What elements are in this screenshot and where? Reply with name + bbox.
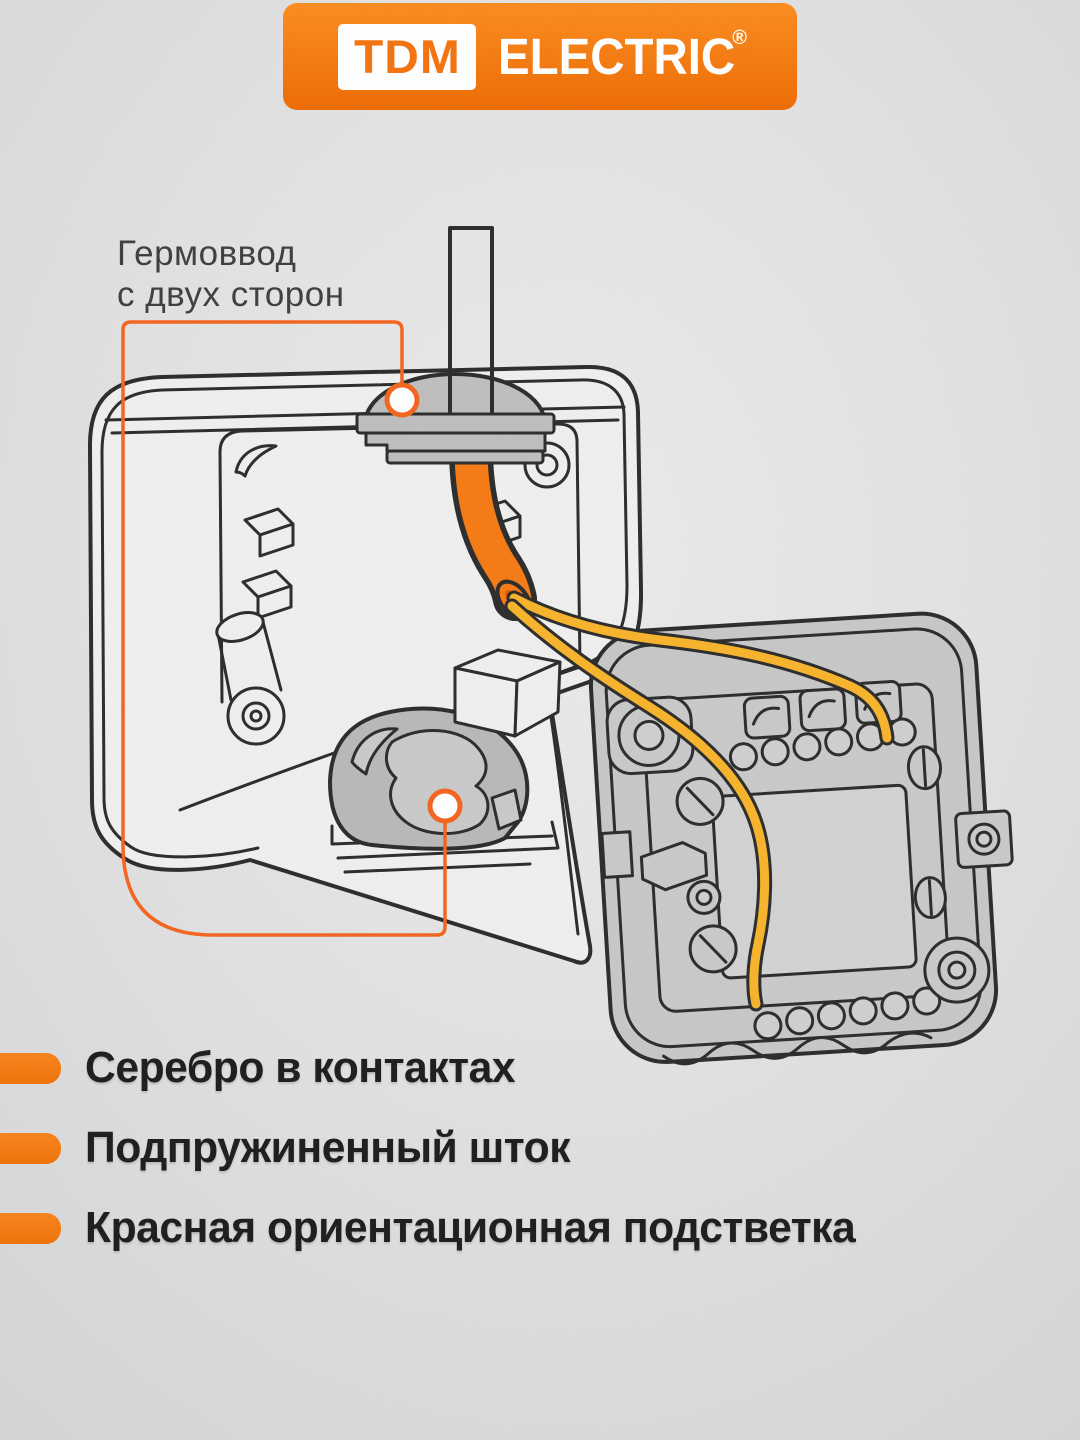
- registered-trademark: ®: [732, 27, 747, 49]
- screw-left-lower: [688, 924, 738, 974]
- screw-left-upper: [675, 776, 725, 826]
- gland-plate: [364, 431, 547, 453]
- gland-annotation-label: Гермоввод с двух сторон: [117, 233, 345, 315]
- screw-mid-right: [913, 876, 947, 920]
- cable-gland-top-marker: [384, 382, 420, 418]
- cable-gland-bottom-marker: [427, 788, 463, 824]
- brand-logo-electric: ELECTRIC: [498, 28, 736, 85]
- gland-annotation-line1: Гермоввод: [117, 234, 297, 273]
- brand-logo-tdm: TDM: [353, 30, 461, 83]
- bullet-marker: [0, 1213, 61, 1244]
- feature-label-2: Подпружиненный шток: [85, 1123, 571, 1172]
- feature-label-3: Красная ориентационная подстветка: [85, 1203, 856, 1252]
- brand-logo-box: TDM: [338, 23, 476, 90]
- gland-annotation-line2: с двух сторон: [117, 275, 345, 314]
- edge-notch: [600, 830, 634, 879]
- feature-label-1: Серебро в контактах: [85, 1043, 516, 1092]
- brand-banner: TDM ELECTRIC ®: [283, 3, 797, 110]
- switch-mechanism: [588, 611, 1014, 1066]
- side-mounting-tab: [954, 809, 1014, 869]
- gland-plate: [385, 449, 545, 465]
- gland-plate: [355, 412, 556, 435]
- screw-top-right: [906, 745, 942, 791]
- bullet-marker: [0, 1053, 61, 1084]
- bullet-marker: [0, 1133, 61, 1164]
